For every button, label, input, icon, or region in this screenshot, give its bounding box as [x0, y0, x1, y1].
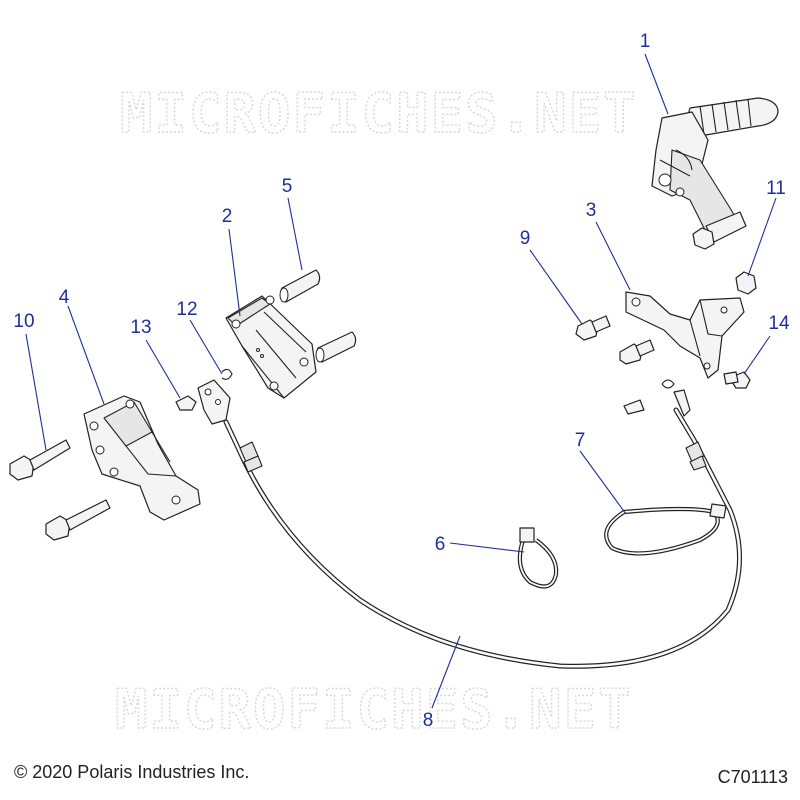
callout-10: 10 — [13, 311, 34, 332]
part-9-bolt — [575, 315, 655, 365]
part-12-clip — [221, 368, 233, 380]
callout-leaders — [25, 53, 777, 709]
callout-12: 12 — [176, 299, 197, 320]
part-7-cable-tie — [604, 503, 727, 556]
cable-end-fastener-right — [623, 379, 691, 417]
callout-14: 14 — [768, 313, 790, 334]
callout-labels: 1 2 3 4 5 6 7 8 9 10 11 12 13 14 — [13, 31, 790, 731]
part-13-bolt — [175, 395, 197, 411]
callout-9: 9 — [520, 228, 531, 249]
callout-3: 3 — [586, 200, 597, 221]
callout-8: 8 — [423, 710, 434, 731]
watermark-top: MICROFICHES.NET — [120, 82, 638, 145]
callout-11: 11 — [766, 178, 786, 199]
figure-code: C701113 — [717, 767, 788, 787]
callout-6: 6 — [435, 534, 446, 555]
callout-2: 2 — [222, 206, 233, 227]
part-8-brake-cable — [223, 407, 743, 669]
cable-clevis-left — [197, 379, 231, 425]
copyright-notice: © 2020 Polaris Industries Inc. — [14, 762, 250, 782]
part-11-nut — [692, 227, 757, 295]
part-14-bolt — [723, 371, 751, 389]
callout-4: 4 — [59, 287, 70, 308]
part-2-cable-bracket — [225, 295, 317, 399]
part-4-lower-bracket — [83, 395, 201, 521]
callout-5: 5 — [282, 176, 293, 197]
watermark-bottom: MICROFICHES.NET — [115, 678, 633, 741]
callout-7: 7 — [575, 430, 586, 451]
part-5-spacer — [279, 269, 357, 363]
callout-1: 1 — [640, 31, 651, 52]
part-6-cable-tie — [517, 527, 559, 589]
part-3-mounting-bracket — [625, 291, 745, 379]
part-10-bolt — [9, 439, 111, 541]
callout-13: 13 — [130, 317, 151, 338]
part-1-brake-lever — [651, 97, 779, 243]
